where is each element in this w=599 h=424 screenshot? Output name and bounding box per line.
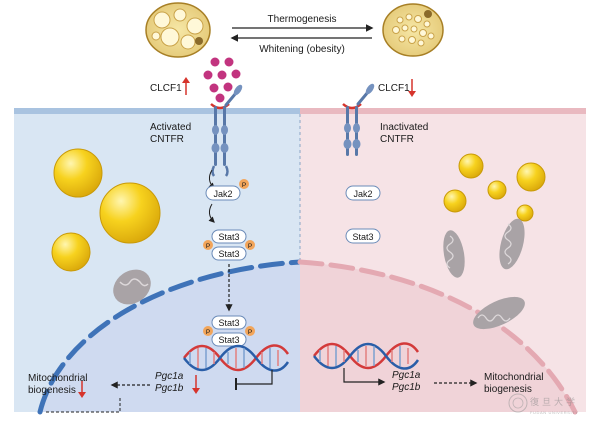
right-outcome-line2: biogenesis [484, 384, 532, 395]
right-mitochondria-icons [443, 218, 525, 330]
svg-text:P: P [206, 329, 210, 336]
right-receptor-label-line2: CNTFR [380, 134, 414, 145]
thermogenesis-label: Thermogenesis [268, 14, 337, 25]
left-stat3-dimer-cytoplasm: Stat3 Stat3 P P [203, 229, 255, 261]
right-stat3-node: Stat3 [345, 228, 381, 244]
left-inhibition-line [236, 370, 273, 385]
clcf1-ligand-cluster [203, 57, 241, 103]
left-outcome-line2: biogenesis [28, 385, 76, 396]
svg-text:Stat3: Stat3 [218, 335, 239, 345]
svg-text:復旦大学: 復旦大学 [530, 396, 578, 407]
svg-text:P: P [248, 243, 252, 250]
clcf1-down-arrow-icon [408, 79, 416, 97]
right-transcription-arrow [343, 368, 386, 386]
svg-text:Stat3: Stat3 [218, 318, 239, 328]
left-nuclear-envelope [37, 259, 303, 415]
inactivated-cntfr-receptor-icon [342, 83, 375, 156]
left-mitochondrion-icon [113, 269, 151, 305]
svg-text:FUDAN UNIVERSITY: FUDAN UNIVERSITY [530, 410, 579, 415]
left-jak2-node: Jak2 P [205, 179, 249, 201]
left-outcome-line1: Mitochondrial [28, 373, 87, 384]
whitening-label: Whitening (obesity) [259, 44, 345, 55]
left-receptor-label-line2: CNTFR [150, 134, 184, 145]
left-nucleus [40, 262, 300, 412]
right-dna-helix-icon [313, 342, 420, 370]
right-lipid-droplets [443, 153, 546, 222]
brown-adipocyte-icon [145, 2, 211, 58]
svg-text:Jak2: Jak2 [213, 189, 232, 199]
right-gene-pgc1a: Pgc1a [392, 370, 421, 381]
left-lipid-droplets [51, 148, 161, 272]
left-stat3-dimer-nucleus: Stat3 Stat3 P P [203, 315, 255, 347]
right-receptor-label-line1: Inactivated [380, 122, 428, 133]
left-dna-helix-icon [183, 344, 290, 372]
white-adipocyte-icon [382, 3, 444, 57]
right-jak2-node: Jak2 [345, 185, 381, 201]
jak2-to-stat3-arrow [208, 203, 215, 223]
left-gene-pgc1a: Pgc1a [155, 371, 184, 382]
svg-text:Jak2: Jak2 [353, 189, 372, 199]
right-outcome-line1: Mitochondrial [484, 372, 543, 383]
svg-text:Stat3: Stat3 [218, 232, 239, 242]
svg-text:Stat3: Stat3 [218, 249, 239, 259]
svg-text:P: P [242, 182, 246, 189]
university-seal-watermark: 復旦大学 FUDAN UNIVERSITY [508, 393, 579, 415]
left-gene-down-arrow-icon [192, 375, 200, 394]
left-outcome-down-arrow-icon [78, 381, 86, 398]
svg-text:P: P [248, 329, 252, 336]
right-cell-membrane [300, 108, 586, 114]
right-nuclear-envelope [297, 259, 578, 415]
left-receptor-label-line1: Activated [150, 122, 191, 133]
left-gene-pgc1b: Pgc1b [155, 383, 184, 394]
svg-text:P: P [206, 243, 210, 250]
svg-text:Stat3: Stat3 [352, 232, 373, 242]
right-nucleus [300, 262, 575, 412]
right-clcf1-label: CLCF1 [378, 83, 410, 94]
clcf1-up-arrow-icon [182, 77, 190, 95]
right-gene-pgc1b: Pgc1b [392, 382, 421, 393]
left-cell-membrane [14, 108, 300, 114]
left-clcf1-label: CLCF1 [150, 83, 182, 94]
activated-cntfr-receptor-icon [210, 84, 243, 177]
